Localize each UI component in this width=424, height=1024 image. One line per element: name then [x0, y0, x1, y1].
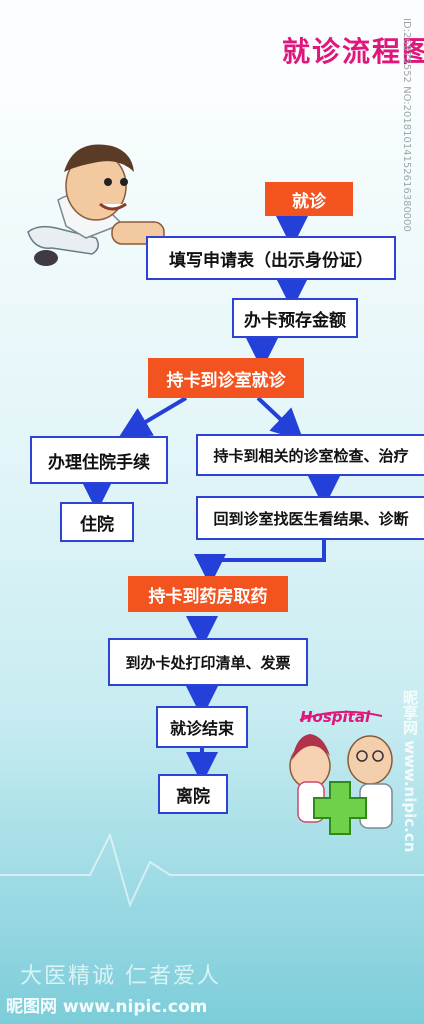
step-pharmacy: 持卡到药房取药: [128, 576, 288, 612]
header-band: [0, 0, 424, 105]
watermark-right: 昵享网 www.nipic.cn: [401, 690, 419, 853]
doctor-mascot-icon: [27, 144, 165, 266]
step-visit: 就诊: [265, 182, 353, 216]
step-end-visit: 就诊结束: [156, 706, 248, 748]
watermark-left: 昵图网 www.nipic.com: [6, 997, 208, 1017]
step-exam-treat: 持卡到相关的诊室检查、治疗: [196, 434, 424, 476]
slogan-text: 大医精诚 仁者爱人: [20, 964, 221, 989]
step-card-deposit: 办卡预存金额: [232, 298, 358, 338]
hospital-mascot-icon: [289, 710, 393, 835]
step-admission: 办理住院手续: [30, 436, 168, 484]
image-id-text: ID:26875552 NO:20181014152616380000: [401, 18, 412, 232]
step-card-to-clinic: 持卡到诊室就诊: [148, 358, 304, 398]
arrow-clinic-to-exam: [256, 396, 304, 441]
page-title: 就诊流程图: [282, 35, 424, 68]
step-back-to-doctor: 回到诊室找医生看结果、诊断: [196, 496, 424, 540]
heartbeat-line: [0, 832, 424, 908]
arrow-clinic-to-admission: [118, 396, 188, 439]
step-fill-form: 填写申请表（出示身份证）: [146, 236, 396, 280]
step-print-invoice: 到办卡处打印清单、发票: [108, 638, 308, 686]
step-hospitalize: 住院: [60, 502, 134, 542]
arrow-back-to-pharmacy: [194, 540, 326, 586]
step-leave: 离院: [158, 774, 228, 814]
hospital-sign: Hospital: [300, 708, 371, 726]
